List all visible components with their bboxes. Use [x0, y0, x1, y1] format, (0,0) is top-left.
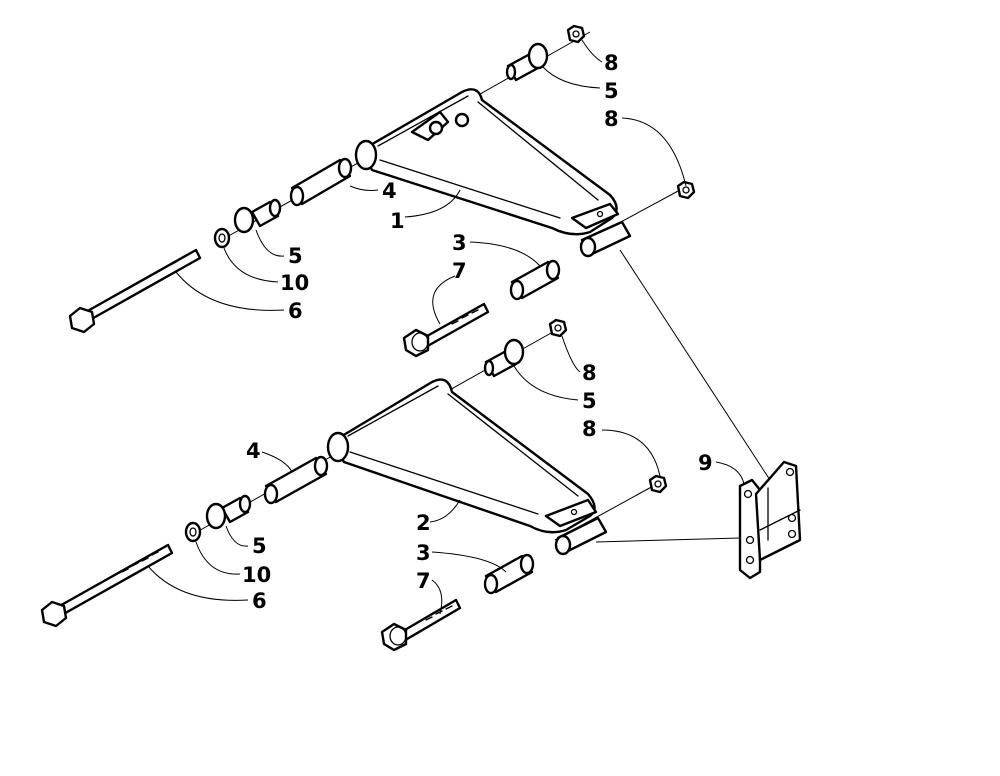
nut-lower-top	[548, 318, 568, 338]
bushing-upper-top	[505, 42, 549, 82]
washer-lower	[184, 521, 202, 543]
long-bolt-upper	[68, 248, 202, 334]
short-bolt-lower	[380, 598, 462, 652]
spacer-upper	[289, 157, 353, 207]
callout-label: 5	[288, 244, 303, 268]
spacer-lower-right	[483, 553, 535, 595]
callout-label: 4	[382, 179, 397, 203]
callout-label: 8	[604, 107, 619, 131]
callout-label: 8	[604, 51, 619, 75]
callout-label: 7	[452, 259, 467, 283]
callout-label: 9	[698, 451, 713, 475]
spacer-upper-right	[509, 259, 561, 301]
washer-upper	[213, 227, 231, 249]
callout-label: 3	[416, 541, 431, 565]
bushing-lower-top	[483, 338, 525, 378]
callout-label: 6	[252, 589, 267, 613]
nut-upper-right	[676, 180, 696, 200]
upper-a-arm	[354, 88, 632, 258]
leader-lines	[147, 39, 771, 615]
callout-label: 4	[246, 439, 261, 463]
callout-label: 5	[604, 79, 619, 103]
callout-label: 5	[582, 389, 597, 413]
long-bolt-lower	[40, 543, 174, 628]
callout-label: 8	[582, 361, 597, 385]
callout-label: 2	[416, 511, 431, 535]
lower-a-arm	[326, 378, 608, 556]
callout-label: 6	[288, 299, 303, 323]
callout-label: 7	[416, 569, 431, 593]
callout-label: 5	[252, 534, 267, 558]
nut-upper-top	[566, 24, 586, 44]
spacer-lower	[263, 455, 329, 505]
callout-label: 8	[582, 417, 597, 441]
mounting-bracket	[738, 460, 802, 580]
bushing-upper-left	[233, 198, 282, 234]
lower-hardware	[40, 318, 668, 652]
callout-label: 10	[242, 563, 271, 587]
callout-label: 3	[452, 231, 467, 255]
callout-label: 10	[280, 271, 309, 295]
bushing-lower-left	[205, 494, 252, 530]
callout-label: 1	[390, 209, 405, 233]
nut-lower-right	[648, 474, 668, 494]
short-bolt-upper	[402, 302, 490, 358]
upper-hardware	[68, 24, 696, 358]
callout-labels: 8 5 8 4 1 5 10 6 3 7 8 5 8 9 4 2 5 3 10 …	[242, 51, 713, 613]
